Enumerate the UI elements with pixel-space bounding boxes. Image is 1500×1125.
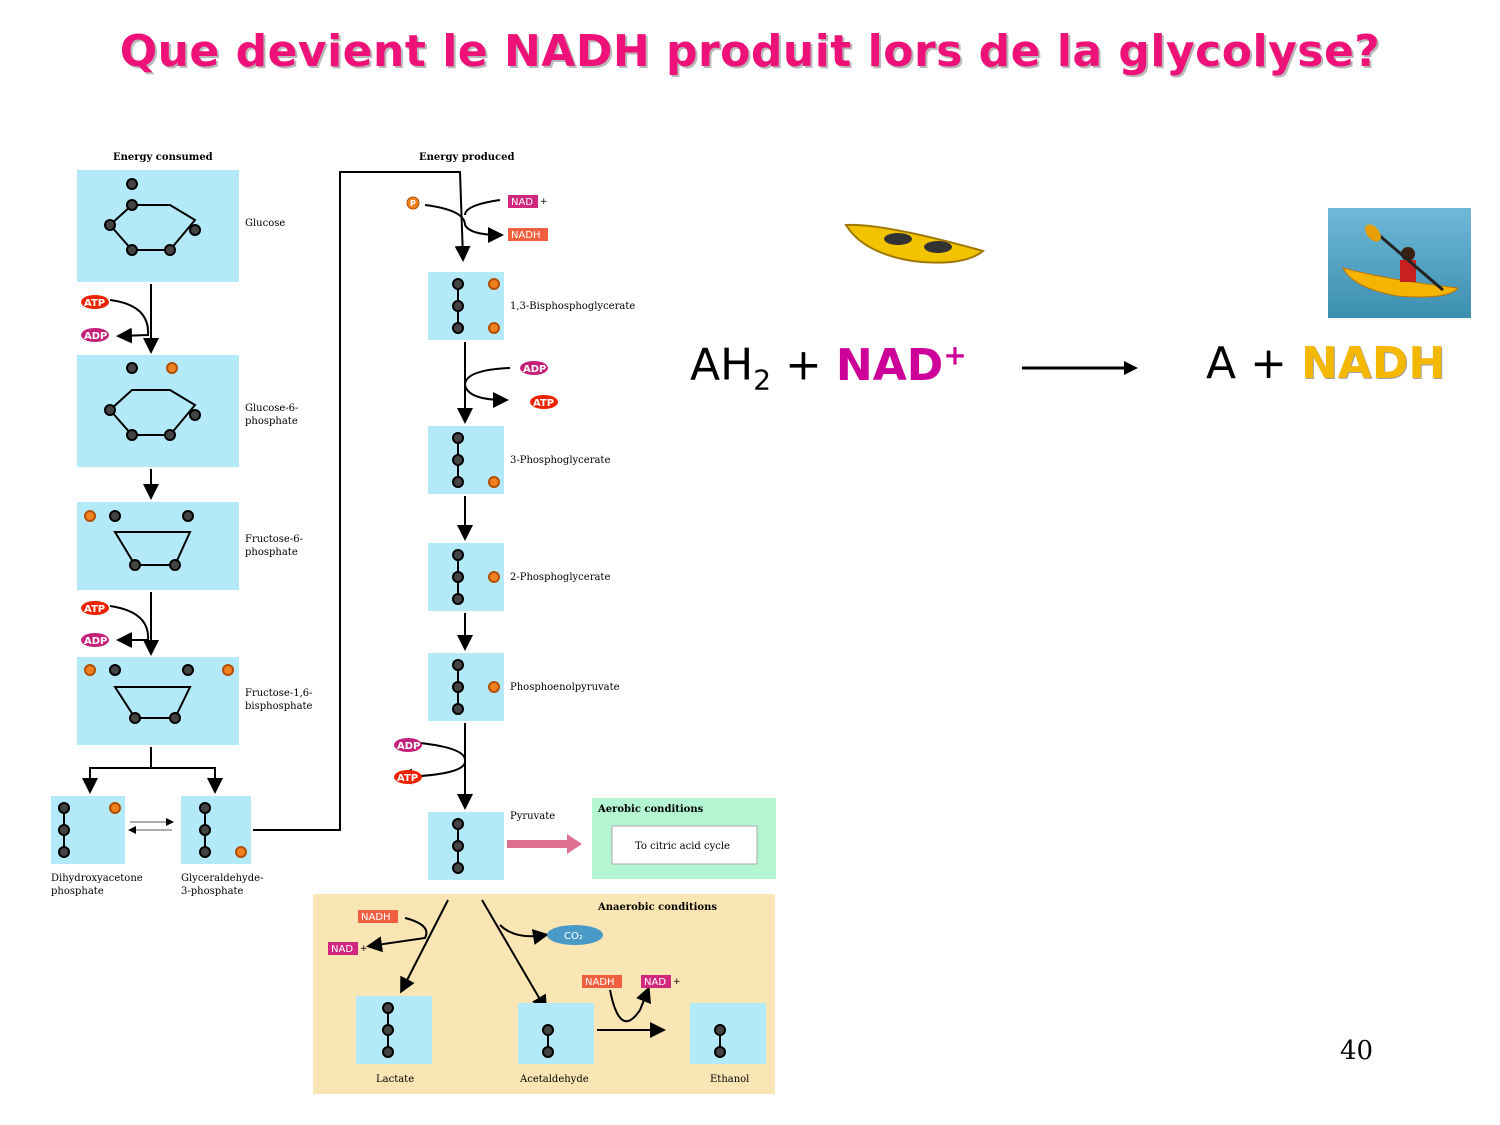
label-pg3: 3-Phosphoglycerate <box>510 455 610 466</box>
anaerobic-title: Anaerobic conditions <box>597 902 717 913</box>
label-ethanol: Ethanol <box>710 1074 749 1085</box>
fructose-6-phosphate-box <box>77 502 239 590</box>
atp-badge-2: ATP <box>81 601 109 615</box>
svg-text:NADH: NADH <box>585 977 615 988</box>
aerobic-title: Aerobic conditions <box>597 804 704 815</box>
equation-plus-1: + <box>785 339 822 391</box>
nadh-badge-anaerobic: NADH <box>358 910 398 923</box>
label-f6p-1: Fructose-6- <box>245 534 303 545</box>
acetaldehyde-box <box>518 1003 594 1064</box>
aerobic-text: To citric acid cycle <box>635 841 730 852</box>
glucose-box <box>77 170 239 282</box>
label-acetaldehyde: Acetaldehyde <box>519 1074 589 1085</box>
kayaker-photo <box>1328 208 1471 318</box>
label-g6p-1: Glucose-6- <box>245 403 298 414</box>
nad-badge-top: NAD + <box>508 195 548 208</box>
pink-arrow <box>507 834 582 854</box>
right-molecule-structures <box>452 278 500 874</box>
svg-text:NAD: NAD <box>331 944 353 955</box>
svg-text:+: + <box>673 977 681 987</box>
adp-badge-right-1: ADP <box>520 361 548 375</box>
equation-plus-2: + <box>1250 338 1287 389</box>
svg-text:ATP: ATP <box>84 298 105 309</box>
empty-kayak-image <box>844 223 986 264</box>
label-gap-1: Glyceraldehyde- <box>181 873 263 884</box>
glucose-6-phosphate-ring <box>104 362 201 441</box>
equilibrium-arrows <box>128 818 174 834</box>
glycolysis-diagram: Energy consumed Energy produced <box>51 152 776 1094</box>
label-fbp-2: bisphosphate <box>245 701 313 712</box>
glucose-6-phosphate-box <box>77 355 239 467</box>
adp-badge-2: ADP <box>81 633 109 647</box>
label-dhap-2: phosphate <box>51 886 104 897</box>
anaerobic-arrows <box>366 899 666 1038</box>
nadh-badge-top: NADH <box>508 228 548 241</box>
citric-acid-box <box>611 825 758 865</box>
co2-cloud: CO₂ <box>547 925 603 945</box>
gap-structure <box>199 802 247 858</box>
nad-badge-anaerobic: NAD + <box>328 942 368 955</box>
glucose-ring <box>104 178 201 256</box>
nadh-badge-ethanol: NADH <box>582 975 622 988</box>
fructose-bisphosphate-box <box>77 657 239 745</box>
page-number: 40 <box>1340 1036 1374 1066</box>
energy-produced-header: Energy produced <box>419 152 514 163</box>
svg-text:P: P <box>410 199 416 208</box>
label-f6p-2: phosphate <box>245 547 298 558</box>
label-pyruvate: Pyruvate <box>510 811 555 822</box>
adp-badge-1: ADP <box>81 328 109 342</box>
label-gap-2: 3-phosphate <box>181 886 244 897</box>
adp-badge-right-2: ADP <box>394 738 422 752</box>
equation-lhs: AH2 + NAD+ <box>690 338 967 396</box>
label-lactate: Lactate <box>376 1074 414 1085</box>
svg-text:ATP: ATP <box>533 398 554 409</box>
equation-nad: NAD+ <box>835 338 967 391</box>
energy-consumed-header: Energy consumed <box>113 152 213 163</box>
svg-text:+: + <box>360 944 368 954</box>
reaction-arrow <box>1022 361 1138 375</box>
right-pathway-arrows <box>396 199 511 810</box>
anaerobic-structures <box>382 1002 726 1058</box>
redox-equation: AH2 + NAD+ A + NADH <box>690 338 1490 398</box>
label-glucose: Glucose <box>245 218 285 229</box>
equation-subscript: 2 <box>753 363 772 397</box>
svg-text:ADP: ADP <box>397 741 420 752</box>
pyruvate-box <box>428 812 504 880</box>
atp-badge-right-2: ATP <box>394 770 422 784</box>
dhap-structure <box>58 802 121 858</box>
equation-nadh: NADH <box>1300 338 1446 389</box>
svg-text:CO₂: CO₂ <box>564 931 583 942</box>
svg-text:ADP: ADP <box>84 636 107 647</box>
svg-text:ADP: ADP <box>84 331 107 342</box>
svg-text:+: + <box>540 197 548 207</box>
slide-title: Que devient le NADH produit lors de la g… <box>119 26 1381 77</box>
equation-rhs: A + NADH <box>1206 338 1445 389</box>
atp-badge-right-1: ATP <box>530 395 558 409</box>
ethanol-box <box>690 1003 766 1064</box>
svg-text:ADP: ADP <box>523 364 546 375</box>
fructose-bisphosphate-ring <box>84 664 234 724</box>
left-pathway-arrows <box>82 171 471 831</box>
atp-badge-1: ATP <box>81 295 109 309</box>
svg-text:ATP: ATP <box>84 604 105 615</box>
svg-text:NAD: NAD <box>511 197 533 208</box>
svg-text:ATP: ATP <box>397 773 418 784</box>
label-fbp-1: Fructose-1,6- <box>245 688 313 699</box>
label-g6p-2: phosphate <box>245 416 298 427</box>
nad-badge-ethanol: NAD + <box>641 975 681 988</box>
svg-text:NADH: NADH <box>511 230 541 241</box>
label-bpg: 1,3-Bisphosphoglycerate <box>510 301 635 312</box>
equation-a: A <box>1206 338 1237 389</box>
svg-text:NADH: NADH <box>361 912 391 923</box>
fructose-6-phosphate-ring <box>84 510 194 571</box>
label-dhap-1: Dihydroxyacetone <box>51 873 143 884</box>
label-pg2: 2-Phosphoglycerate <box>510 572 610 583</box>
label-pep: Phosphoenolpyruvate <box>510 682 620 693</box>
svg-text:NAD: NAD <box>644 977 666 988</box>
phosphate-pi: P <box>406 196 420 210</box>
equation-ah: AH <box>690 339 754 391</box>
